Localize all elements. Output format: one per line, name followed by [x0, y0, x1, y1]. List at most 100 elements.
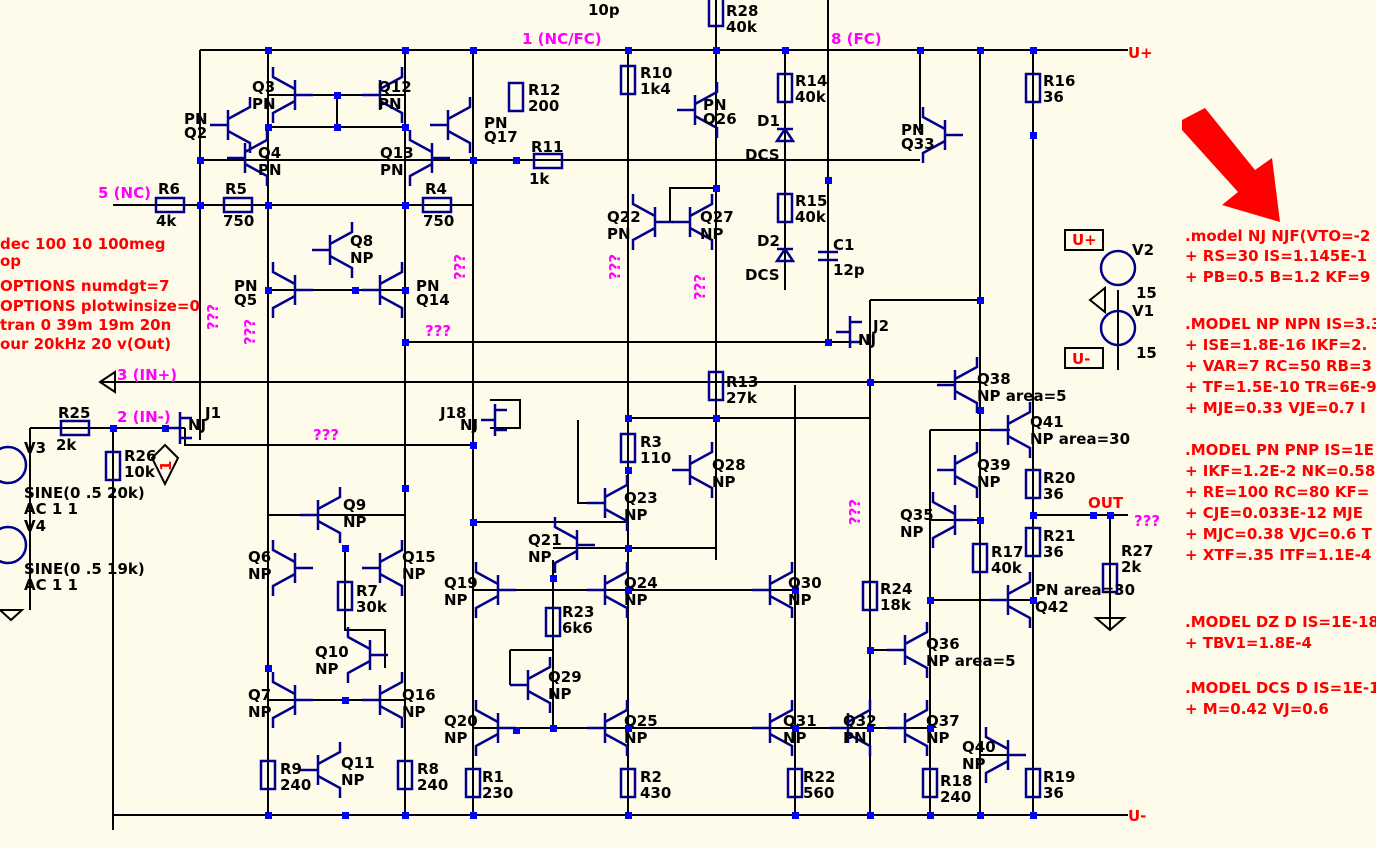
transistor-q41[interactable]	[990, 402, 1032, 458]
transistor-q32[interactable]	[830, 700, 872, 756]
transistor-q28[interactable]	[672, 442, 714, 498]
resistor-r1[interactable]	[464, 767, 482, 799]
unknown-net-label: ???	[691, 274, 709, 300]
resistor-r8[interactable]	[396, 759, 414, 791]
transistor-q40[interactable]	[984, 727, 1026, 783]
resistor-r4[interactable]	[421, 196, 453, 214]
resistor-r22[interactable]	[786, 767, 804, 799]
resistor-r19[interactable]	[1024, 767, 1042, 799]
resistor-r20[interactable]	[1024, 468, 1042, 500]
transistor-q42[interactable]	[990, 572, 1032, 628]
junction-dot	[927, 725, 934, 732]
transistor-type: PN	[416, 277, 440, 295]
resistor-r14[interactable]	[776, 72, 794, 104]
transistor-name: Q24	[624, 574, 658, 592]
resistor-r7[interactable]	[336, 580, 354, 612]
transistor-q15[interactable]	[362, 540, 404, 596]
transistor-q27[interactable]	[672, 194, 714, 250]
transistor-type: NP area=5	[977, 387, 1067, 405]
resistor-r11[interactable]	[532, 152, 564, 170]
resistor-r28[interactable]	[707, 0, 725, 28]
transistor-q5[interactable]	[271, 262, 313, 318]
resistor-name: R3	[640, 433, 662, 451]
resistor-value: 750	[223, 212, 254, 230]
transistor-q23[interactable]	[587, 475, 629, 531]
transistor-name: Q13	[380, 144, 414, 162]
jfet-j2[interactable]	[836, 316, 862, 348]
voltage-source-v4-icon	[0, 525, 28, 565]
transistor-q11[interactable]	[300, 742, 342, 798]
diode-model: DCS	[745, 266, 780, 284]
transistor-q36[interactable]	[887, 622, 929, 678]
spice-model-line: + CJE=0.033E-12 MJE	[1185, 504, 1363, 522]
jfet-j18[interactable]	[481, 404, 507, 436]
junction-dot	[792, 812, 799, 819]
transistor-q6[interactable]	[271, 540, 313, 596]
resistor-r2[interactable]	[619, 767, 637, 799]
transistor-q37[interactable]	[887, 700, 929, 756]
transistor-q33[interactable]	[921, 107, 963, 163]
cap-value: 10p	[588, 1, 620, 19]
resistor-r10[interactable]	[619, 64, 637, 96]
transistor-q7[interactable]	[271, 672, 313, 728]
diode-d2[interactable]	[774, 246, 796, 263]
transistor-q29[interactable]	[510, 657, 552, 713]
resistor-r21[interactable]	[1024, 526, 1042, 558]
transistor-type: PN	[234, 277, 258, 295]
transistor-type: PN	[258, 161, 282, 179]
junction-dot	[402, 124, 409, 131]
transistor-q8[interactable]	[312, 222, 354, 278]
resistor-r15[interactable]	[776, 192, 794, 224]
transistor-q22[interactable]	[631, 194, 673, 250]
transistor-q24[interactable]	[587, 562, 629, 618]
source-name: V2	[1132, 241, 1154, 259]
transistor-q14[interactable]	[362, 262, 404, 318]
transistor-q25[interactable]	[587, 700, 629, 756]
resistor-r23[interactable]	[544, 606, 562, 638]
spice-model-line: .MODEL DCS D IS=1E-1	[1185, 679, 1376, 697]
transistor-q38[interactable]	[937, 357, 979, 413]
transistor-q12[interactable]	[362, 67, 404, 123]
resistor-r24[interactable]	[861, 580, 879, 612]
transistor-q4[interactable]	[227, 130, 269, 186]
transistor-q17[interactable]	[430, 97, 472, 153]
resistor-r9[interactable]	[259, 759, 277, 791]
transistor-name: Q35	[900, 506, 934, 524]
diode-d1[interactable]	[774, 126, 796, 143]
resistor-r25[interactable]	[59, 419, 91, 437]
transistor-q16[interactable]	[362, 672, 404, 728]
jfet-j1[interactable]	[166, 412, 192, 444]
transistor-type: NP	[444, 729, 468, 747]
spice-models[interactable]: .model NJ NJF(VTO=-2+ RS=30 IS=1.145E-1+…	[1185, 227, 1376, 718]
transistor-q3[interactable]	[271, 67, 313, 123]
resistor-r6[interactable]	[154, 196, 186, 214]
resistor-r26[interactable]	[104, 450, 122, 482]
transistor-q19[interactable]	[474, 562, 516, 618]
transistor-q20[interactable]	[474, 700, 516, 756]
capacitor-c1[interactable]	[818, 250, 838, 262]
transistor-q13[interactable]	[408, 130, 450, 186]
junction-dot	[470, 157, 477, 164]
transistor-q10[interactable]	[346, 627, 388, 683]
transistor-q31[interactable]	[752, 700, 794, 756]
transistor-q21[interactable]	[553, 517, 595, 573]
transistor-name: Q14	[416, 291, 450, 309]
junction-dot	[197, 157, 204, 164]
transistor-q26[interactable]	[677, 82, 719, 138]
resistor-r27[interactable]	[1101, 562, 1119, 594]
transistor-q9[interactable]	[300, 487, 342, 543]
resistor-r17[interactable]	[971, 542, 989, 574]
resistor-r12[interactable]	[507, 81, 525, 113]
resistor-r18[interactable]	[921, 767, 939, 799]
resistor-r5[interactable]	[222, 196, 254, 214]
transistor-q39[interactable]	[937, 442, 979, 498]
resistor-r13[interactable]	[707, 370, 725, 402]
resistor-r3[interactable]	[619, 432, 637, 464]
transistor-q35[interactable]	[931, 492, 973, 548]
capacitor-value: 12p	[833, 261, 865, 279]
resistor-r16[interactable]	[1024, 72, 1042, 104]
source-value: 15	[1136, 284, 1157, 302]
transistor-q30[interactable]	[752, 562, 794, 618]
